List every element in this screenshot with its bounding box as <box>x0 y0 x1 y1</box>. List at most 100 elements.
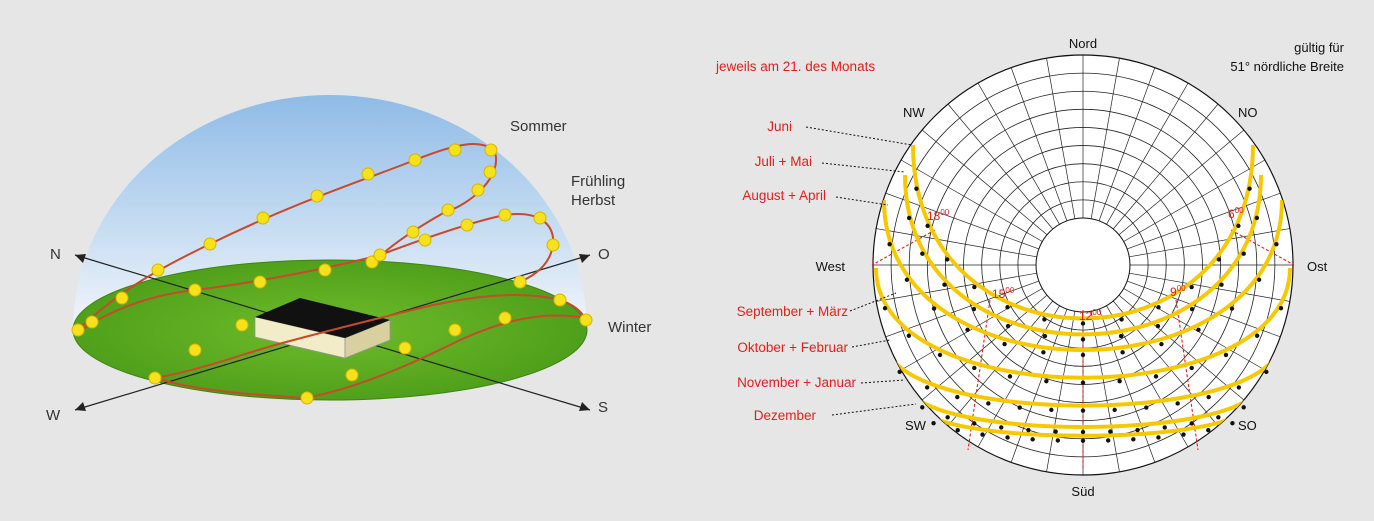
hour-dot <box>1120 350 1125 355</box>
hour-dot <box>1254 333 1260 338</box>
hour-dot <box>1080 321 1086 326</box>
azimuth-line <box>876 228 1037 258</box>
hour-lines <box>871 229 1295 470</box>
hour-dot <box>1080 380 1086 385</box>
hour-dot <box>942 282 947 287</box>
month-label-4: Oktober + Februar <box>737 340 848 355</box>
azimuth-line <box>1106 82 1189 225</box>
hour-dot <box>999 425 1004 430</box>
validity-line1: gültig für <box>1294 40 1345 55</box>
hour-dot <box>1049 407 1054 413</box>
hour-dot <box>1216 415 1221 420</box>
hour-dot <box>1135 427 1140 433</box>
sun-path-arc <box>911 144 1255 321</box>
hour-line <box>1230 229 1295 266</box>
hour-dot <box>1189 284 1194 290</box>
hour-dot <box>906 215 912 221</box>
hour-line <box>871 229 936 266</box>
polar-sun-path-chart: Nord Süd West Ost NW NO SW SO gültig für… <box>715 36 1345 499</box>
month-label-2: August + April <box>742 188 826 203</box>
hour-dot <box>1044 378 1049 384</box>
hour-dot <box>955 394 960 400</box>
hour-dot <box>1219 282 1224 287</box>
hour-line <box>1175 299 1199 451</box>
hour-dot <box>1156 305 1161 310</box>
hour-dot <box>944 257 950 262</box>
hour-dot <box>1042 317 1047 322</box>
hour-dot <box>1175 401 1180 406</box>
hour-dot <box>1144 405 1149 410</box>
hour-dot <box>1042 333 1048 339</box>
polar-inner-disc <box>1036 218 1130 312</box>
hour-dot <box>1053 429 1058 434</box>
sun-path-hour-dots <box>882 186 1284 443</box>
hour-label-18: 1800 <box>927 208 950 223</box>
winter-path-lower <box>154 314 587 400</box>
validity-line2: 51° nördliche Breite <box>1230 59 1344 74</box>
month-label-6: Dezember <box>754 408 817 423</box>
hour-dot <box>920 251 925 256</box>
hour-dot <box>931 306 937 311</box>
label-summer: Sommer <box>510 118 567 135</box>
hour-dot <box>1005 323 1011 329</box>
label-autumn: Herbst <box>571 192 616 209</box>
month-label-1: Juli + Mai <box>755 154 812 169</box>
hour-dot <box>1216 257 1222 262</box>
hour-dot <box>925 223 930 229</box>
hour-dot <box>920 405 925 410</box>
hour-dot <box>906 333 912 338</box>
hour-dot <box>1274 241 1279 247</box>
hour-dot <box>1119 317 1124 322</box>
hour-dot <box>1254 215 1260 221</box>
azimuth-line <box>1129 272 1290 302</box>
dir-east: Ost <box>1307 259 1328 274</box>
azimuth-line <box>1010 67 1068 221</box>
hour-dot <box>1241 405 1246 410</box>
hour-dot <box>1230 420 1235 426</box>
hour-dot <box>1153 374 1159 379</box>
hour-label-6: 600 <box>1228 206 1244 221</box>
azimuth-line <box>1112 103 1219 230</box>
hour-dot <box>1005 435 1010 440</box>
dir-so: SO <box>1238 418 1257 433</box>
hour-dot <box>1131 437 1136 442</box>
hour-dot <box>955 428 960 433</box>
hour-dot <box>1026 427 1031 433</box>
azimuth-line <box>1118 129 1245 236</box>
azimuth-line <box>1118 294 1245 401</box>
hour-dot <box>965 327 970 333</box>
hour-dot <box>882 305 888 311</box>
hour-dot <box>1156 435 1161 440</box>
month-label-5: November + Januar <box>737 375 856 390</box>
hour-dot <box>924 385 930 390</box>
hour-dot <box>1080 438 1086 443</box>
hour-dot <box>945 415 950 420</box>
azimuth-line <box>921 294 1048 401</box>
hour-dot <box>972 365 977 371</box>
hour-dot <box>980 432 985 437</box>
hour-dot <box>1241 251 1246 256</box>
hour-dot <box>1256 277 1262 282</box>
sun-path-arc <box>874 267 1292 380</box>
hour-dot <box>1236 385 1242 390</box>
dir-nw: NW <box>903 105 925 120</box>
azimuth-line <box>900 288 1043 371</box>
hour-dot <box>986 401 991 406</box>
hour-dot <box>1181 432 1186 437</box>
azimuth-line <box>1046 311 1076 472</box>
sun-path-arc <box>903 174 1263 337</box>
month-label-0: Juni <box>767 119 792 134</box>
hour-dot <box>1002 341 1007 347</box>
azimuth-line <box>885 192 1039 250</box>
azimuth-line <box>900 159 1043 242</box>
hour-dot <box>1206 428 1211 433</box>
hour-line <box>967 299 991 451</box>
azimuth-line <box>947 103 1054 230</box>
azimuth-line <box>1090 58 1120 219</box>
compass-west: W <box>46 407 61 424</box>
azimuth-line <box>947 300 1054 427</box>
hour-dot <box>937 352 943 358</box>
dir-north: Nord <box>1069 36 1097 51</box>
hour-dot <box>1030 437 1035 442</box>
hour-dot <box>904 277 910 282</box>
